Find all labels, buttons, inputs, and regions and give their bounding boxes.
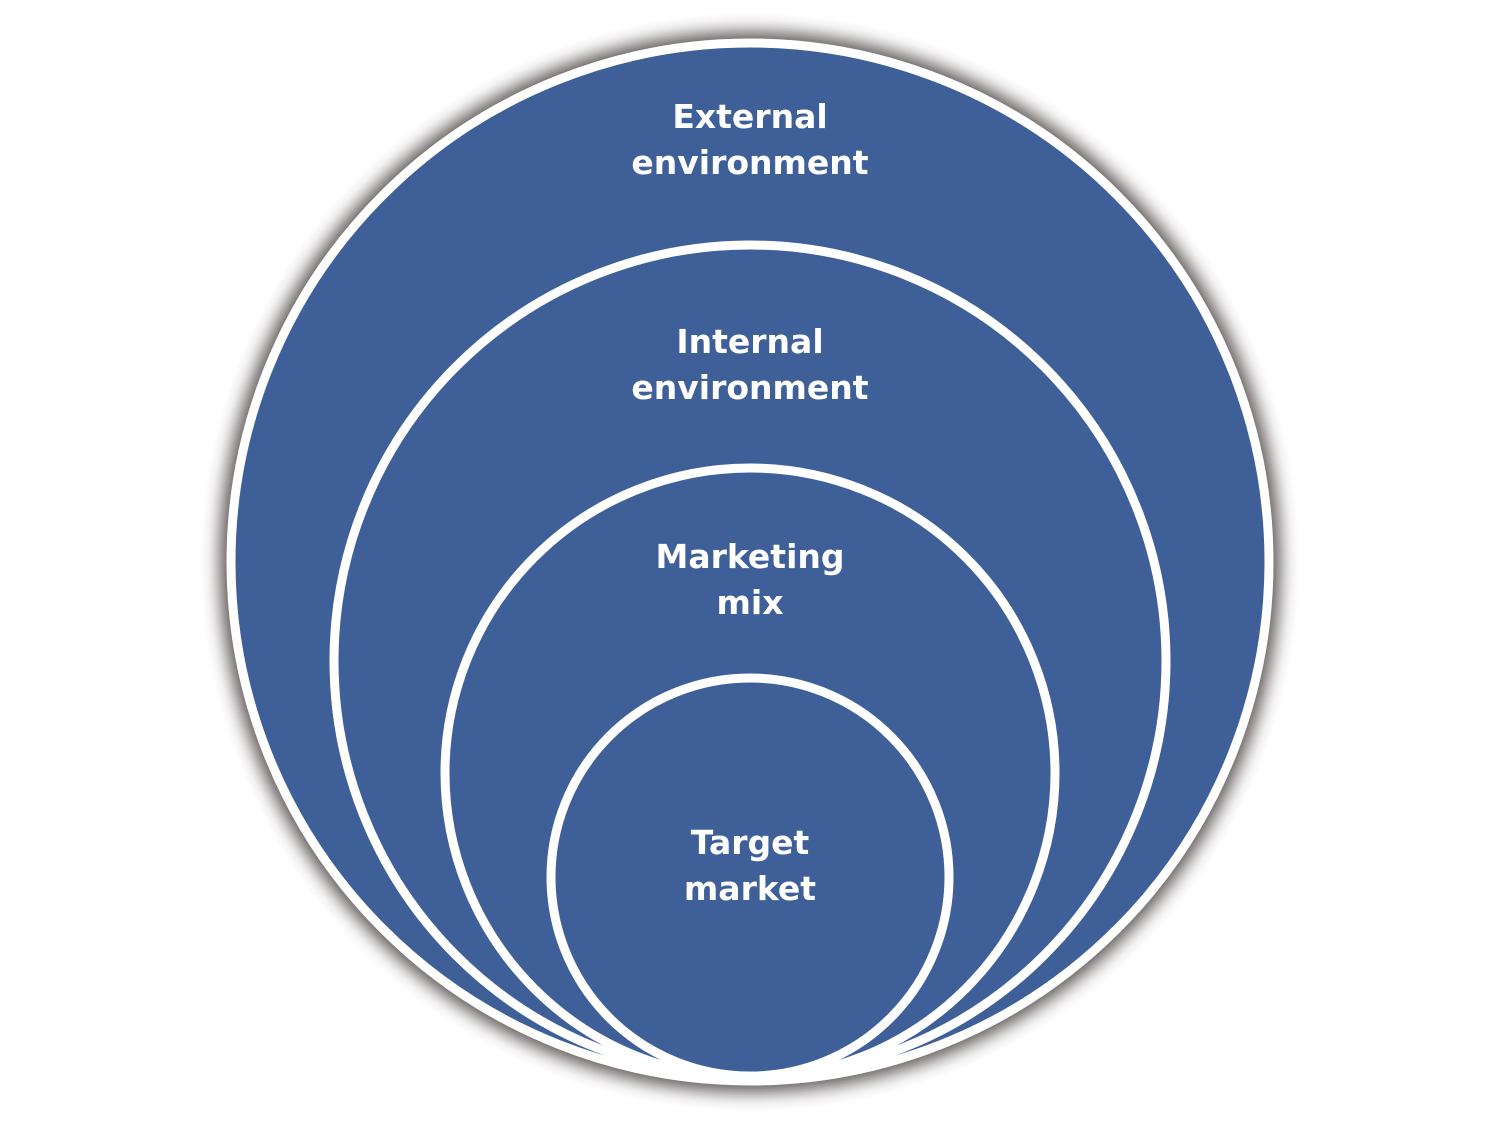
- label-marketing-mix: Marketing mix: [550, 534, 950, 626]
- label-line: Target: [690, 823, 810, 862]
- label-line: External: [672, 97, 828, 136]
- label-target-market: Target market: [550, 820, 950, 912]
- label-line: environment: [631, 368, 869, 407]
- label-line: mix: [716, 583, 784, 622]
- label-internal-environment: Internal environment: [550, 319, 950, 411]
- circle-target-market: [546, 673, 954, 1081]
- label-line: Internal: [676, 322, 824, 361]
- label-line: Marketing: [655, 537, 845, 576]
- label-line: market: [683, 869, 817, 908]
- label-line: environment: [631, 143, 869, 182]
- label-external-environment: External environment: [550, 94, 950, 186]
